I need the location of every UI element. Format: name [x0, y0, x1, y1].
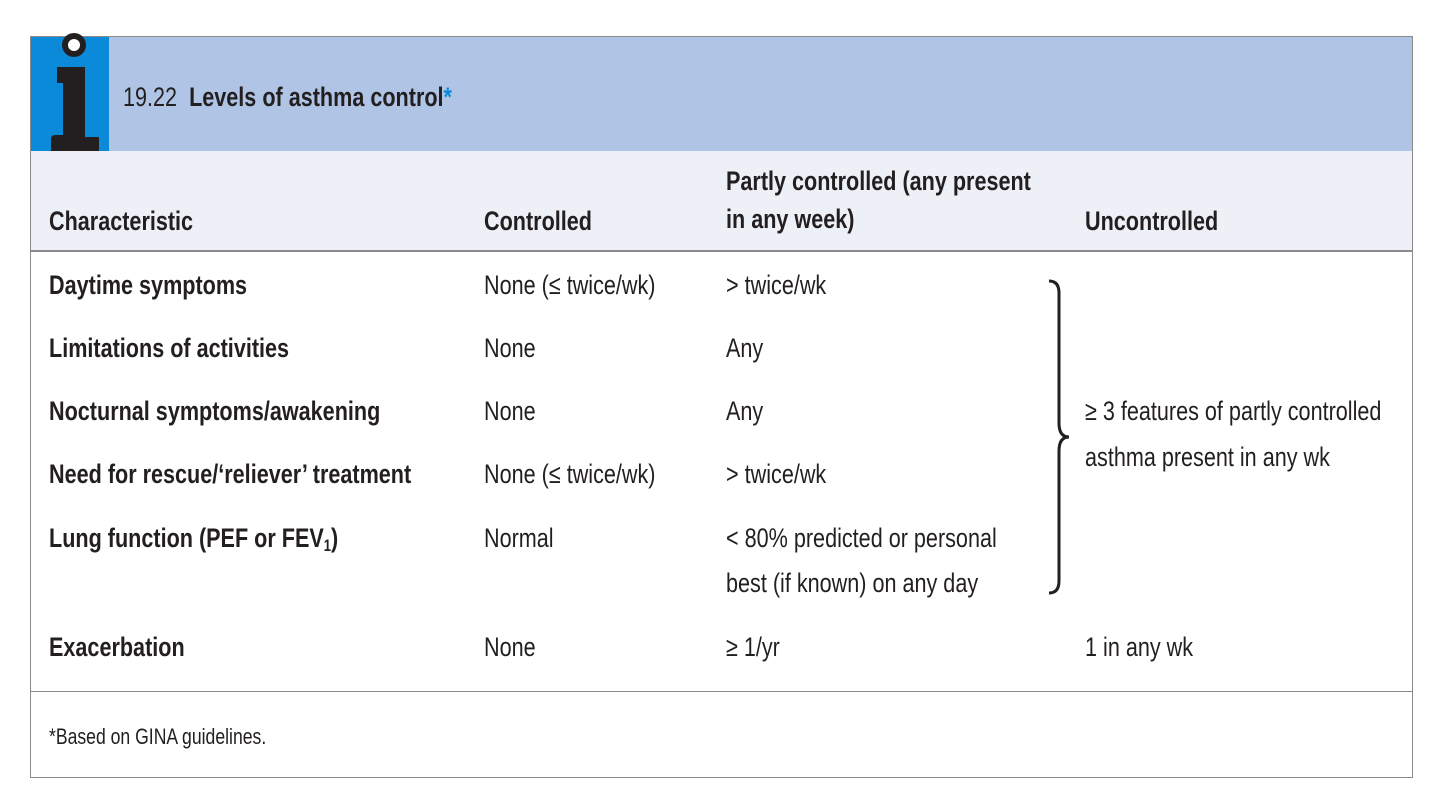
table-title-text: Levels of asthma control [189, 82, 444, 112]
row-partly-line2: best (if known) on any day [726, 568, 979, 598]
row-characteristic-text: Lung function (PEF or FEV [49, 523, 324, 553]
row-uncontrolled: 1 in any wk [1085, 632, 1194, 662]
table-box: 19.22 Levels of asthma control* Characte… [30, 33, 1413, 778]
grouping-brace [1048, 279, 1070, 595]
row-controlled: None (≤ twice/wk) [484, 459, 656, 489]
icon-block [31, 33, 109, 155]
row-characteristic: Exacerbation [49, 632, 185, 662]
row-characteristic: Daytime symptoms [49, 270, 248, 300]
title-asterisk: * [443, 82, 452, 112]
header-controlled: Controlled [484, 206, 592, 236]
header-characteristic: Characteristic [49, 206, 194, 236]
uncontrolled-group-line1: ≥ 3 features of partly controlled [1085, 396, 1382, 426]
row-controlled: None [484, 333, 536, 363]
row-partly: > twice/wk [726, 270, 827, 300]
row-controlled: None [484, 396, 536, 426]
table-title: 19.22 Levels of asthma control* [123, 80, 452, 114]
row-partly: < 80% predicted or personal [726, 523, 997, 553]
row-partly: Any [726, 333, 764, 363]
title-band: 19.22 Levels of asthma control* [31, 33, 1412, 155]
row-partly: > twice/wk [726, 459, 827, 489]
row-partly: Any [726, 396, 764, 426]
row-partly: ≥ 1/yr [726, 632, 780, 662]
row-controlled: None (≤ twice/wk) [484, 270, 656, 300]
row-characteristic: Limitations of activities [49, 333, 290, 363]
header-row: Characteristic Controlled Partly control… [31, 151, 1412, 252]
info-icon [51, 33, 99, 155]
row-controlled: Normal [484, 523, 554, 553]
uncontrolled-group-line2: asthma present in any wk [1085, 442, 1330, 472]
table-number: 19.22 [123, 82, 178, 112]
row-characteristic-subscript: 1 [323, 537, 331, 556]
row-characteristic: Need for rescue/‘reliever’ treatment [49, 459, 412, 489]
row-controlled: None [484, 632, 536, 662]
header-uncontrolled: Uncontrolled [1085, 206, 1219, 236]
footer-divider [31, 691, 1412, 692]
footnote: *Based on GINA guidelines. [49, 724, 267, 749]
header-partly-line2: in any week) [726, 204, 855, 234]
row-characteristic: Lung function (PEF or FEV1) [49, 522, 338, 562]
row-characteristic: Nocturnal symptoms/awakening [49, 396, 381, 426]
header-partly-line1: Partly controlled (any present [726, 166, 1031, 196]
row-characteristic-close: ) [330, 523, 339, 553]
